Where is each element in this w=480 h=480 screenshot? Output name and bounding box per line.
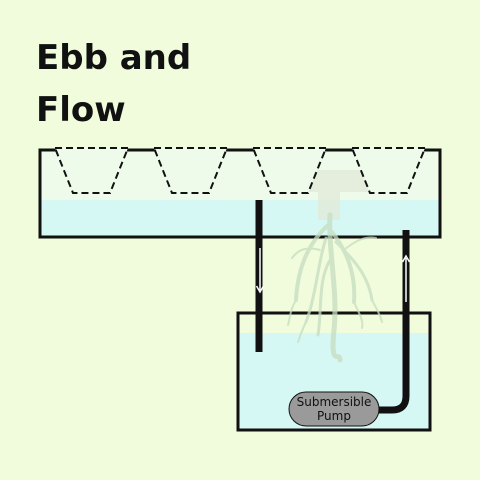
tray-water (40, 200, 440, 237)
net-pot-icon (53, 147, 130, 194)
submersible-pump: Submersible Pump (288, 391, 380, 427)
pump-label-line-2: Pump (317, 409, 351, 423)
pump-body (288, 391, 380, 427)
pump-label-line-1: Submersible (297, 395, 372, 409)
net-pots (53, 147, 427, 194)
net-pot-icon (350, 147, 427, 194)
page-title: Ebb and Flow (36, 32, 191, 136)
fill-pipe (370, 230, 411, 414)
title-line-1: Ebb and (36, 38, 192, 78)
net-pot-icon (152, 147, 229, 194)
title-line-2: Flow (36, 90, 126, 130)
net-pot-icon (251, 147, 328, 194)
drain-pipe (255, 200, 265, 352)
tray-outline (38, 148, 442, 239)
